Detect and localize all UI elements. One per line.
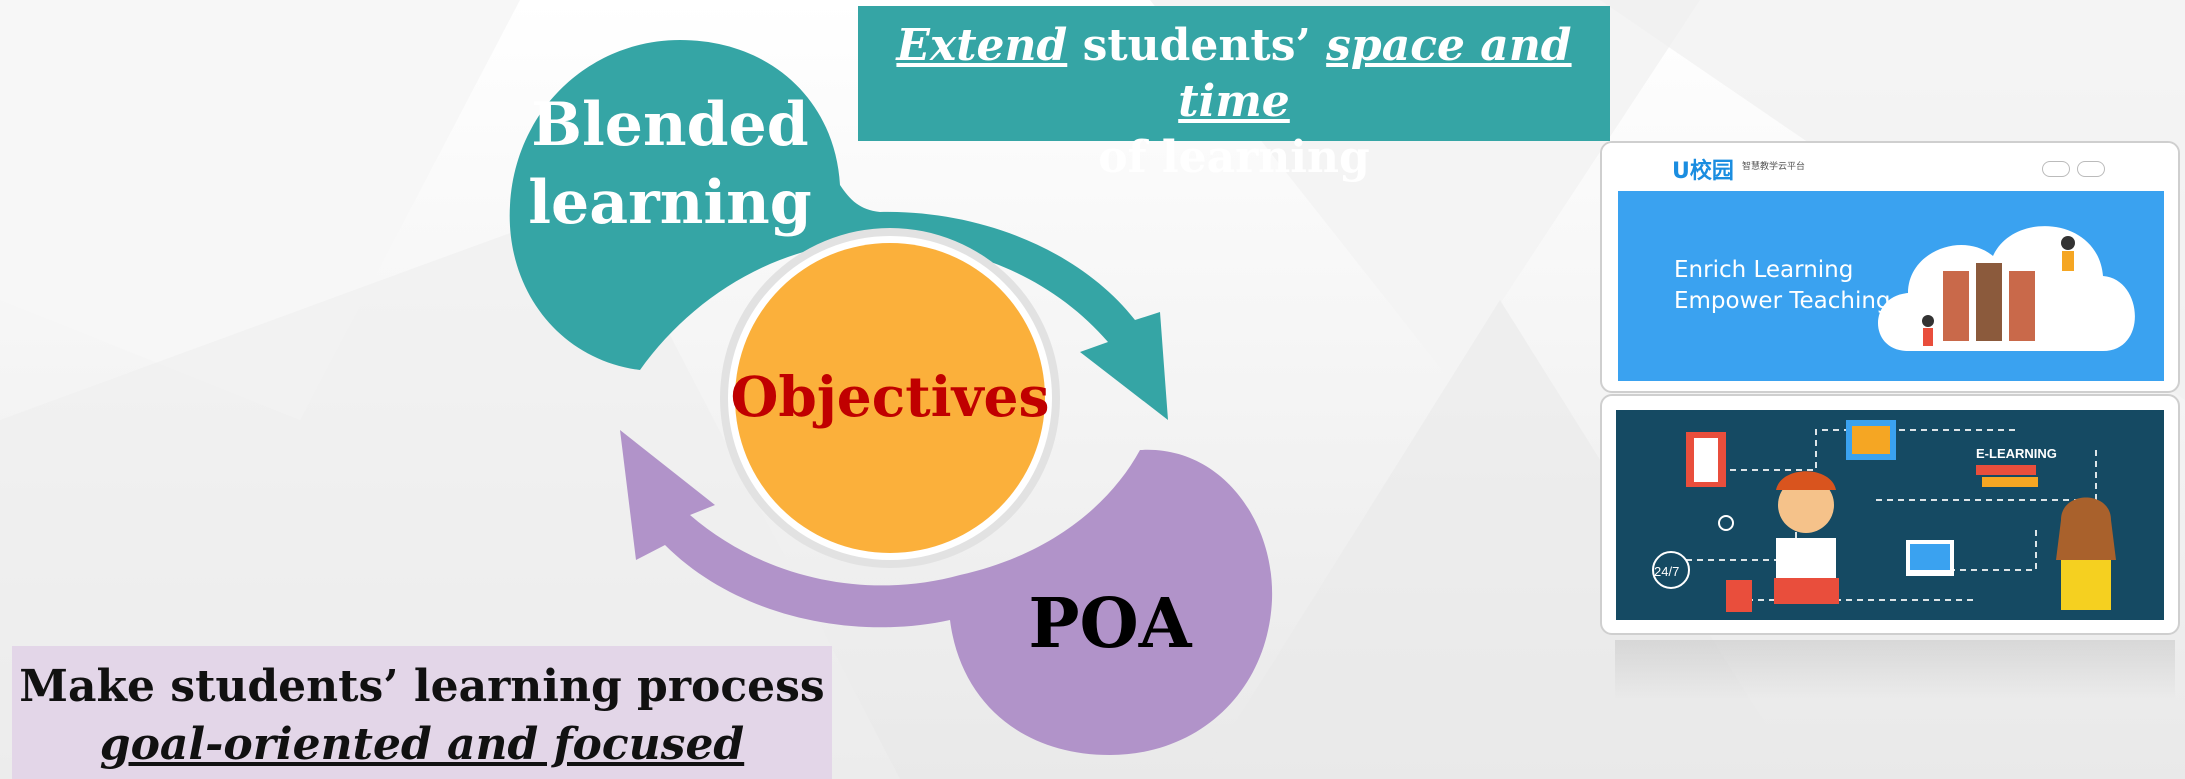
blended-line1: Blended <box>531 90 809 160</box>
elearning-title: E-LEARNING <box>1976 446 2057 461</box>
top-caption: Extend students’ space and time of learn… <box>858 6 1610 183</box>
poa-shape <box>620 430 1273 755</box>
header-button <box>2042 161 2070 177</box>
platform-header: U校园 智慧教学云平台 <box>1602 143 2178 191</box>
top-caption-line2: of learning <box>1098 132 1370 183</box>
elearning-illustration: E-LEARNING 24/7 <box>1652 420 2116 612</box>
objectives-label: Objectives <box>730 364 1050 429</box>
space-time-phrase: space and time <box>1178 20 1572 127</box>
blended-learning-label: Blended learning <box>520 86 820 242</box>
banner-line1: Enrich Learning <box>1674 257 1854 283</box>
banner-text: Enrich Learning Empower Teaching <box>1674 255 1891 317</box>
cloud-library-illustration <box>1878 226 2135 351</box>
platform-banner: Enrich Learning Empower Teaching <box>1618 191 2164 381</box>
bottom-caption-line1: Make students’ learning process <box>19 661 825 712</box>
extend-word: Extend <box>896 20 1068 71</box>
header-button <box>2077 161 2105 177</box>
elearning-screenshot: E-LEARNING 24/7 <box>1600 394 2180 635</box>
platform-subtitle: 智慧教学云平台 <box>1742 162 1806 172</box>
students-word: students’ <box>1067 20 1327 71</box>
blended-line2: learning <box>528 168 812 238</box>
blended-learning-shape <box>509 40 1168 420</box>
objectives-circle <box>720 228 1060 568</box>
screenshot-reflection <box>1615 640 2175 700</box>
banner-line2: Empower Teaching <box>1674 288 1891 314</box>
support-badge: 24/7 <box>1654 564 1679 579</box>
goal-oriented-phrase: goal-oriented and focused <box>99 719 745 770</box>
platform-logo: U校园 <box>1672 159 1734 184</box>
top-caption-line1: Extend students’ space and time <box>858 18 1610 130</box>
platform-screenshot: U校园 智慧教学云平台 Enrich Learning Empower Teac… <box>1600 141 2180 393</box>
bottom-caption-line2: goal-oriented and focused <box>12 716 832 774</box>
elearning-image: E-LEARNING 24/7 <box>1616 410 2164 620</box>
poa-label: POA <box>1028 584 1192 664</box>
bottom-caption: Make students’ learning process goal-ori… <box>12 646 832 779</box>
